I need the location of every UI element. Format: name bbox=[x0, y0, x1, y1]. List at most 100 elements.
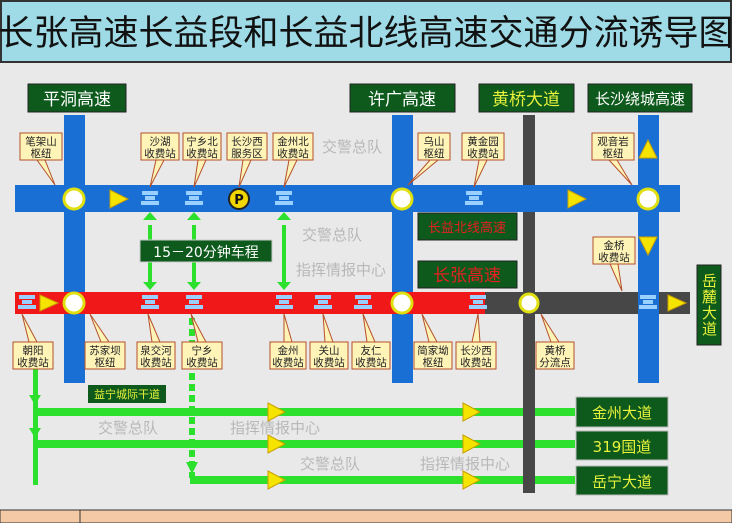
station-label: 收费站 bbox=[355, 356, 387, 369]
callout-box bbox=[455, 341, 497, 370]
sign-huangqiao: 黄桥大道 bbox=[492, 90, 560, 110]
callout-box bbox=[182, 132, 222, 161]
callout-pointer bbox=[609, 263, 623, 292]
watermark-line1: 交警总队 bbox=[302, 226, 362, 244]
callout-box bbox=[591, 132, 635, 161]
callout-pointer bbox=[362, 313, 376, 343]
watermark-line2: 指挥情报中心 bbox=[296, 261, 386, 279]
callout-box bbox=[461, 132, 505, 161]
sign-xuguang: 许广高速 bbox=[368, 90, 436, 110]
station-label: 枢纽 bbox=[423, 356, 444, 369]
service-area-icon: P bbox=[228, 188, 250, 210]
direction-arrows bbox=[39, 138, 688, 490]
station-label: 沙湖 bbox=[150, 136, 171, 148]
station-label: 收费站 bbox=[17, 356, 49, 369]
road-changzhang-open bbox=[485, 292, 690, 314]
station-label: 枢纽 bbox=[424, 147, 445, 160]
bottom-strip bbox=[0, 509, 732, 523]
road-xuguang bbox=[392, 115, 413, 383]
callout-box bbox=[272, 132, 314, 161]
callout-box bbox=[351, 341, 391, 370]
station-label: 宁乡 bbox=[192, 344, 213, 357]
watermark-line1: 交警总队 bbox=[98, 419, 158, 437]
station-label: 笔架山 bbox=[25, 135, 57, 148]
callout-pointer bbox=[147, 313, 161, 343]
station-label: 宁乡北 bbox=[186, 135, 218, 148]
svg-text:P: P bbox=[234, 193, 244, 208]
station-label: 枢纽 bbox=[31, 147, 52, 160]
sign-changzhang: 长张高速 bbox=[433, 266, 501, 286]
interchanges bbox=[62, 187, 660, 315]
callout-pointer bbox=[607, 159, 633, 186]
destination-jinzhou: 金州大道 bbox=[592, 404, 652, 422]
station-label: 收费站 bbox=[144, 147, 176, 160]
sign-changzhang-box bbox=[417, 260, 518, 289]
callout-box bbox=[417, 132, 451, 161]
callout-pointer bbox=[21, 313, 38, 343]
station-label: 分流点 bbox=[539, 356, 571, 369]
station-label: 枢纽 bbox=[95, 356, 116, 369]
sign-yuelu-box bbox=[696, 264, 722, 346]
sign-yining-box bbox=[88, 385, 166, 403]
station-label: 收费站 bbox=[598, 251, 630, 264]
station-label: 苏家坝 bbox=[89, 344, 121, 357]
station-label: 收费站 bbox=[467, 147, 499, 160]
road-pingdong bbox=[64, 115, 85, 383]
callout-pointer bbox=[473, 159, 488, 188]
station-label: 收费站 bbox=[460, 356, 492, 369]
sign-changyi-north-box bbox=[417, 212, 518, 241]
callout-box bbox=[226, 132, 268, 161]
sign-yuelu: 岳麓大道 bbox=[700, 273, 718, 337]
station-label: 黄金园 bbox=[467, 135, 499, 148]
watermarks: 交警总队 交警总队 指挥情报中心 交警总队 指挥情报中心 交警总队 指挥情报中心 bbox=[98, 138, 510, 473]
callout-box bbox=[84, 341, 126, 370]
station-label: 服务区 bbox=[231, 147, 263, 160]
station-label: 收费站 bbox=[140, 356, 172, 369]
station-label: 泉交河 bbox=[140, 344, 172, 357]
station-label: 收费站 bbox=[186, 356, 218, 369]
destination-yuening: 岳宁大道 bbox=[592, 473, 652, 491]
station-label: 朝阳 bbox=[23, 345, 44, 357]
station-label: 金桥 bbox=[604, 239, 625, 252]
watermark-line2: 指挥情报中心 bbox=[420, 455, 510, 473]
title-bar bbox=[0, 0, 732, 63]
callout-pointer bbox=[540, 313, 560, 343]
callout-box bbox=[413, 341, 453, 370]
callout-box bbox=[269, 341, 307, 370]
station-label: 长沙西 bbox=[460, 345, 492, 357]
station-label: 乌山 bbox=[424, 135, 445, 148]
callout-box bbox=[309, 341, 349, 370]
sign-changyi-north: 长益北线高速 bbox=[428, 220, 506, 236]
callout-pointer bbox=[283, 159, 298, 188]
watermark-line2: 指挥情报中心 bbox=[230, 419, 320, 437]
station-label: 友仁 bbox=[361, 344, 382, 357]
callout-box bbox=[19, 132, 63, 161]
page-title: 长张高速长益段和长益北线高速交通分流诱导图 bbox=[0, 14, 732, 54]
station-label: 收费站 bbox=[277, 147, 309, 160]
station-label: 枢纽 bbox=[603, 147, 624, 160]
callout-box bbox=[535, 341, 575, 370]
station-label: 关山 bbox=[319, 344, 340, 357]
sign-yining: 益宁城际干道 bbox=[94, 387, 160, 401]
callout-box bbox=[592, 236, 636, 265]
station-label: 黄桥 bbox=[545, 344, 566, 357]
callout-box bbox=[136, 341, 176, 370]
station-label: 长沙西 bbox=[231, 136, 263, 148]
station-label: 收费站 bbox=[186, 147, 218, 160]
travel-time-box bbox=[139, 239, 273, 263]
callout-pointer bbox=[421, 313, 438, 343]
callout-pointer bbox=[193, 159, 207, 188]
travel-time: 15－20分钟车程 bbox=[153, 244, 259, 261]
callout-box bbox=[12, 341, 54, 370]
callout-pointer bbox=[149, 159, 165, 188]
station-label: 金州 bbox=[278, 344, 299, 357]
station-label: 金州北 bbox=[277, 135, 309, 148]
watermark-line1: 交警总队 bbox=[300, 455, 360, 473]
callout-pointer bbox=[471, 313, 481, 343]
destinations: 金州大道 319国道 岳宁大道 bbox=[575, 396, 669, 496]
callout-pointer bbox=[89, 313, 110, 343]
callout-pointer bbox=[190, 313, 207, 343]
station-callouts: 笔架山枢纽沙湖收费站宁乡北收费站长沙西服务区金州北收费站乌山枢纽黄金园收费站观音… bbox=[12, 132, 636, 370]
callout-box bbox=[140, 132, 180, 161]
callout-box bbox=[181, 341, 223, 370]
